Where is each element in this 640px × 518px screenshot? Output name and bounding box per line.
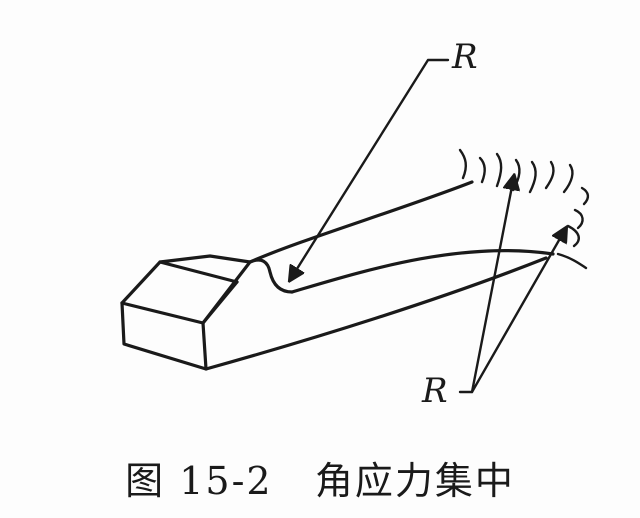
figure-caption: 图 15-2 角应力集中: [125, 459, 515, 503]
end-block-side: [201, 280, 239, 325]
shank-lower-edge: [204, 256, 548, 371]
end-block-ridge: [158, 260, 239, 284]
label-r-top: R: [451, 37, 478, 77]
tool-body: [120, 180, 555, 371]
notch-fillet: [248, 258, 294, 294]
leader-top: [290, 58, 450, 280]
label-r-bottom: R: [421, 371, 448, 411]
shank-upper-edge: [248, 180, 474, 264]
leader-bottom: [458, 176, 566, 394]
shank-top-front-edge: [290, 248, 555, 294]
end-face: [120, 301, 208, 371]
break-marks: [458, 148, 590, 270]
